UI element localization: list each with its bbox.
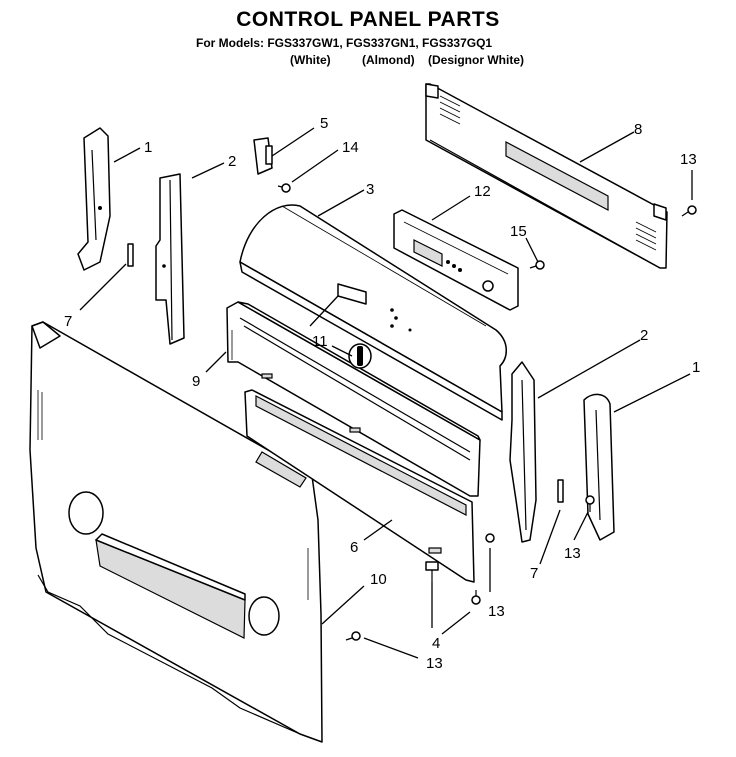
part-11-knob — [348, 343, 372, 369]
part-14-screw — [277, 183, 291, 193]
part-13-screw-top-right — [681, 205, 697, 217]
part-9-window-frame — [226, 301, 481, 497]
callout-10: 10 — [370, 571, 387, 588]
callout-3: 3 — [366, 181, 374, 198]
part-6-glass — [244, 389, 475, 583]
part-15-screw — [529, 260, 545, 270]
callout-13-center: 13 — [488, 603, 505, 620]
model-numbers: For Models: FGS337GW1, FGS337GN1, FGS337… — [196, 36, 493, 50]
part-13-screw-lower — [345, 631, 361, 641]
part-4-screw — [425, 561, 439, 582]
part-1-end-cap-left — [77, 127, 111, 271]
part-12-clock-control — [393, 209, 519, 311]
color-almond: (Almond) — [362, 53, 415, 67]
diagram-title: CONTROL PANEL PARTS — [236, 8, 500, 31]
color-designor-white: (Designor White) — [428, 53, 524, 67]
callout-11: 11 — [312, 333, 328, 350]
callout-2-right: 2 — [640, 327, 648, 344]
callout-7-right: 7 — [530, 565, 538, 582]
part-13-screw-bracket — [585, 495, 595, 512]
callout-13-bottom: 13 — [426, 655, 443, 672]
callout-9: 9 — [192, 373, 200, 390]
part-3-control-panel — [239, 204, 507, 421]
callout-15: 15 — [510, 223, 527, 240]
callout-1-left: 1 — [144, 139, 152, 156]
callout-5: 5 — [320, 115, 328, 132]
callout-13-right: 13 — [564, 545, 581, 562]
callout-13-top-right: 13 — [680, 151, 697, 168]
callout-4: 4 — [432, 635, 440, 652]
part-7-clip-left — [127, 243, 134, 267]
callout-7-left: 7 — [64, 313, 72, 330]
part-13-screw-center — [471, 533, 495, 605]
part-7-clip-right — [557, 479, 564, 503]
part-2-side-bracket-right — [509, 361, 537, 543]
part-2-side-bracket-left — [155, 173, 185, 345]
part-8-rear-bracket — [425, 83, 668, 269]
part-1-end-cap-right — [583, 393, 615, 541]
color-white: (White) — [290, 53, 331, 67]
callout-14: 14 — [342, 139, 359, 156]
callout-12: 12 — [474, 183, 491, 200]
callout-8: 8 — [634, 121, 642, 138]
callout-1-right: 1 — [692, 359, 700, 376]
callout-2-left: 2 — [228, 153, 236, 170]
part-5-bracket — [253, 137, 273, 175]
callout-6: 6 — [350, 539, 358, 556]
part-10-console-back-panel — [29, 321, 323, 743]
leader-lines — [79, 127, 693, 659]
